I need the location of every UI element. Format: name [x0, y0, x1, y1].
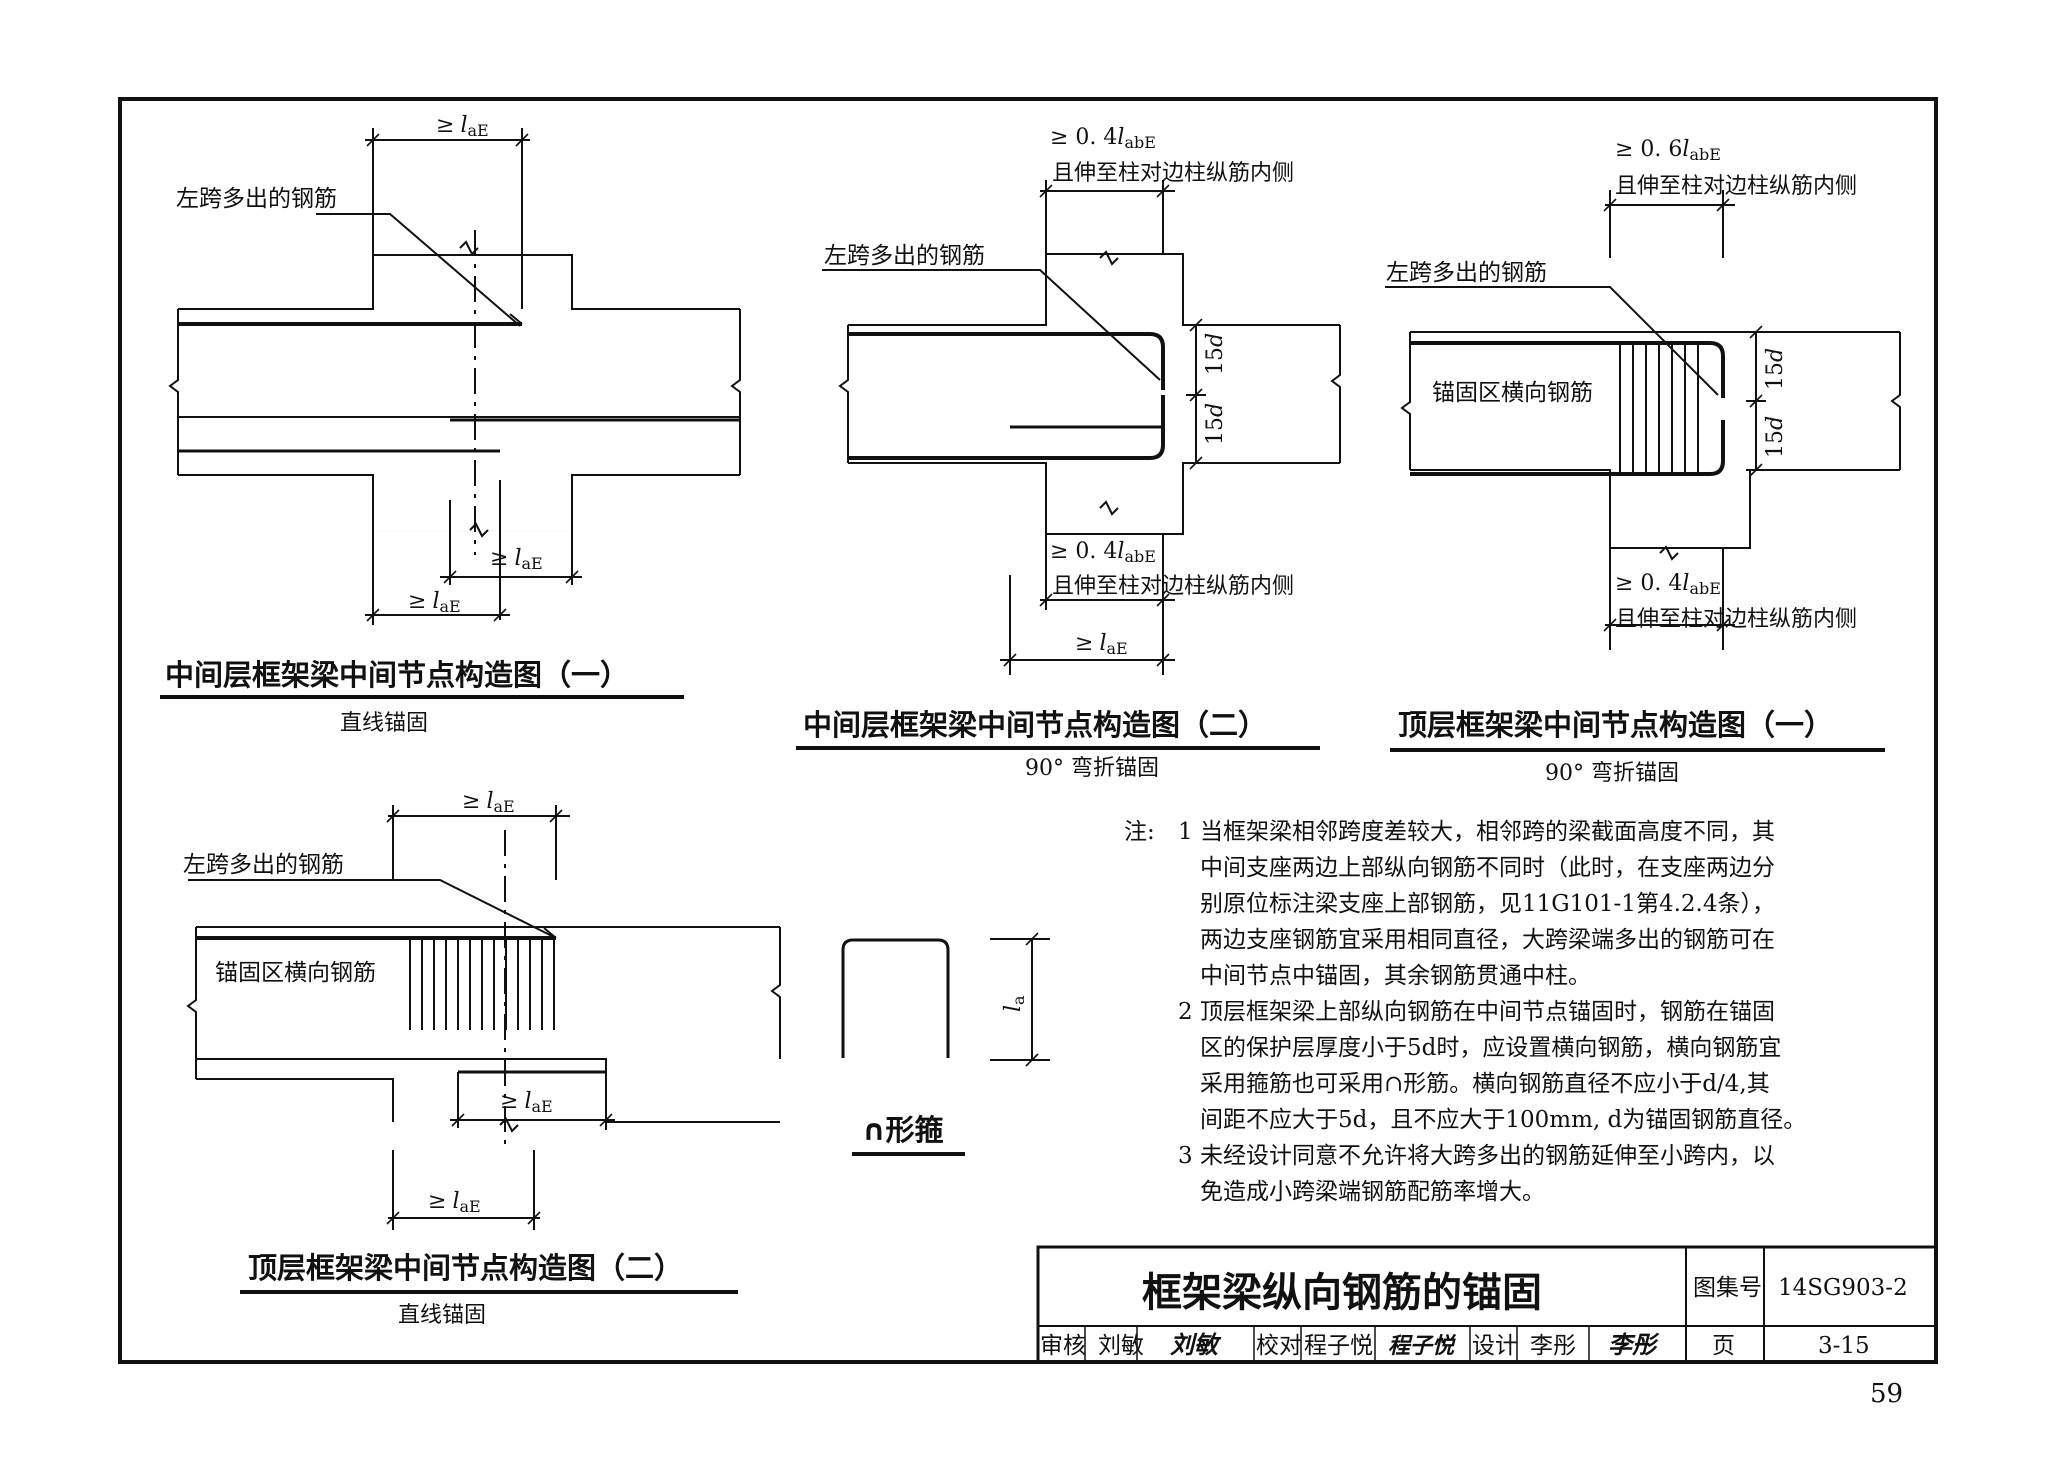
fig2-dim-top-extend: 且伸至柱对边柱纵筋内侧 [1052, 161, 1294, 186]
designer-name: 李彤 [1530, 1333, 1576, 1359]
reviewer-name: 刘敏 [1098, 1333, 1144, 1359]
title-block [1036, 1245, 1938, 1364]
note-1-line: 中间支座两边上部纵向钢筋不同时（此时，在支座两边分 [1200, 855, 1775, 881]
fig1-dim-bottom-right: ≥laE [490, 546, 543, 573]
fig2-dim-bottom-extend: 且伸至柱对边柱纵筋内侧 [1052, 574, 1294, 599]
fig1-subcaption: 直线锚固 [340, 711, 428, 736]
page-code: 3-15 [1818, 1333, 1870, 1359]
figure-2-ticks [1003, 184, 1203, 667]
note-2-num: 2 [1178, 999, 1193, 1025]
page-label: 页 [1712, 1333, 1735, 1359]
note-2-line: 顶层框架梁上部纵向钢筋在中间节点锚固时，钢筋在锚固 [1200, 999, 1775, 1025]
fig2-extra-bar-label: 左跨多出的钢筋 [824, 243, 985, 269]
fig4-caption: 顶层框架梁中间节点构造图（二） [248, 1251, 683, 1285]
note-1-line: 中间节点中锚固，其余钢筋贯通中柱。 [1200, 963, 1591, 989]
fig3-15d-top: 15d [1763, 348, 1788, 390]
fig3-caption: 顶层框架梁中间节点构造图（一） [1398, 708, 1833, 742]
check-label: 校对 [1256, 1333, 1302, 1359]
fig2-caption: 中间层框架梁中间节点构造图（二） [803, 708, 1267, 742]
fig1-caption: 中间层框架梁中间节点构造图（一） [165, 658, 629, 692]
notes-prefix: 注: [1124, 819, 1155, 845]
fig4-dim-mid: ≥laE [500, 1089, 553, 1116]
fig3-extra-bar-label: 左跨多出的钢筋 [1386, 260, 1547, 286]
fig3-dim-top-extend: 且伸至柱对边柱纵筋内侧 [1615, 174, 1857, 199]
figure-4-ticks [386, 809, 613, 1225]
page-number: 59 [1870, 1379, 1903, 1409]
checker-name: 程子悦 [1304, 1333, 1373, 1359]
fig3-dim-bottom-extend: 且伸至柱对边柱纵筋内侧 [1615, 607, 1857, 632]
note-2-line: 区的保护层厚度小于5d时，应设置横向钢筋，横向钢筋宜 [1200, 1035, 1781, 1061]
notes-block: 注: 1 当框架梁相邻跨度差较大，相邻跨的梁截面高度不同，其 中间支座两边上部纵… [1124, 819, 1806, 1205]
note-1-line: 别原位标注梁支座上部钢筋，见11G101-1第4.2.4条）， [1200, 891, 1775, 917]
fig4-dim-bottom: ≥laE [428, 1189, 481, 1216]
fig4-subcaption: 直线锚固 [398, 1303, 486, 1328]
atlas-label: 图集号 [1693, 1275, 1762, 1301]
note-1-num: 1 [1178, 819, 1193, 845]
fig3-dim-bottom-coef: ≥ 0. 4labE [1615, 571, 1721, 598]
fig2-dim-bottom-coef: ≥ 0. 4labE [1050, 539, 1156, 566]
sheet-frame [118, 97, 1938, 1364]
designer-signature: 李彤 [1608, 1330, 1660, 1359]
fig3-dim-top-coef: ≥ 0. 6labE [1615, 137, 1721, 164]
fig3-subcaption: 90° 弯折锚固 [1545, 761, 1679, 786]
checker-signature: 程子悦 [1388, 1333, 1457, 1359]
figure-1-ticks [366, 133, 579, 622]
u-stirrup-caption: ∩形箍 [862, 1113, 944, 1147]
note-3-line: 免造成小跨梁端钢筋配筋率增大。 [1200, 1179, 1545, 1205]
fig4-dim-top: ≥laE [462, 789, 515, 816]
figure-3-ticks [1603, 198, 1763, 632]
reviewer-signature: 刘敏 [1170, 1330, 1222, 1359]
fig2-dim-laE: ≥laE [1075, 631, 1128, 658]
figure-4-drawing [186, 805, 781, 1230]
figure-3-drawing [1385, 190, 1901, 650]
note-2-line: 间距不应大于5d，且不应大于100mm, d为锚固钢筋直径。 [1200, 1107, 1806, 1133]
design-label: 设计 [1472, 1333, 1518, 1359]
review-label: 审核 [1040, 1333, 1086, 1359]
fig1-dim-bottom-left: ≥laE [408, 589, 461, 616]
fig1-dim-top: ≥laE [436, 113, 489, 140]
fig1-extra-bar-label: 左跨多出的钢筋 [176, 186, 337, 212]
note-3-line: 未经设计同意不允许将大跨多出的钢筋延伸至小跨内，以 [1200, 1143, 1775, 1169]
figure-2-drawing [822, 180, 1341, 675]
note-2-line: 采用箍筋也可采用∩形筋。横向钢筋直径不应小于d/4,其 [1200, 1071, 1770, 1097]
figure-1-drawing [168, 128, 741, 625]
fig2-dim-top-coef: ≥ 0. 4labE [1050, 125, 1156, 152]
fig2-15d-top: 15d [1203, 333, 1228, 375]
u-stirrup-ticks [1025, 932, 1039, 1067]
fig2-subcaption: 90° 弯折锚固 [1025, 756, 1159, 781]
fig3-15d-bottom: 15d [1763, 416, 1788, 458]
note-1-line: 两边支座钢筋宜采用相同直径，大跨梁端多出的钢筋可在 [1200, 927, 1775, 953]
fig3-transverse-label: 锚固区横向钢筋 [1432, 380, 1593, 406]
fig4-transverse-label: 锚固区横向钢筋 [215, 960, 376, 986]
atlas-number: 14SG903-2 [1778, 1275, 1908, 1301]
u-stirrup-drawing [841, 938, 1050, 1061]
note-1-line: 当框架梁相邻跨度差较大，相邻跨的梁截面高度不同，其 [1200, 819, 1775, 845]
fig4-extra-bar-label: 左跨多出的钢筋 [183, 852, 344, 878]
fig2-15d-bottom: 15d [1203, 403, 1228, 445]
la-dim-label: la [1001, 995, 1028, 1012]
drawing-title: 框架梁纵向钢筋的锚固 [1142, 1270, 1542, 1316]
note-3-num: 3 [1178, 1143, 1193, 1169]
